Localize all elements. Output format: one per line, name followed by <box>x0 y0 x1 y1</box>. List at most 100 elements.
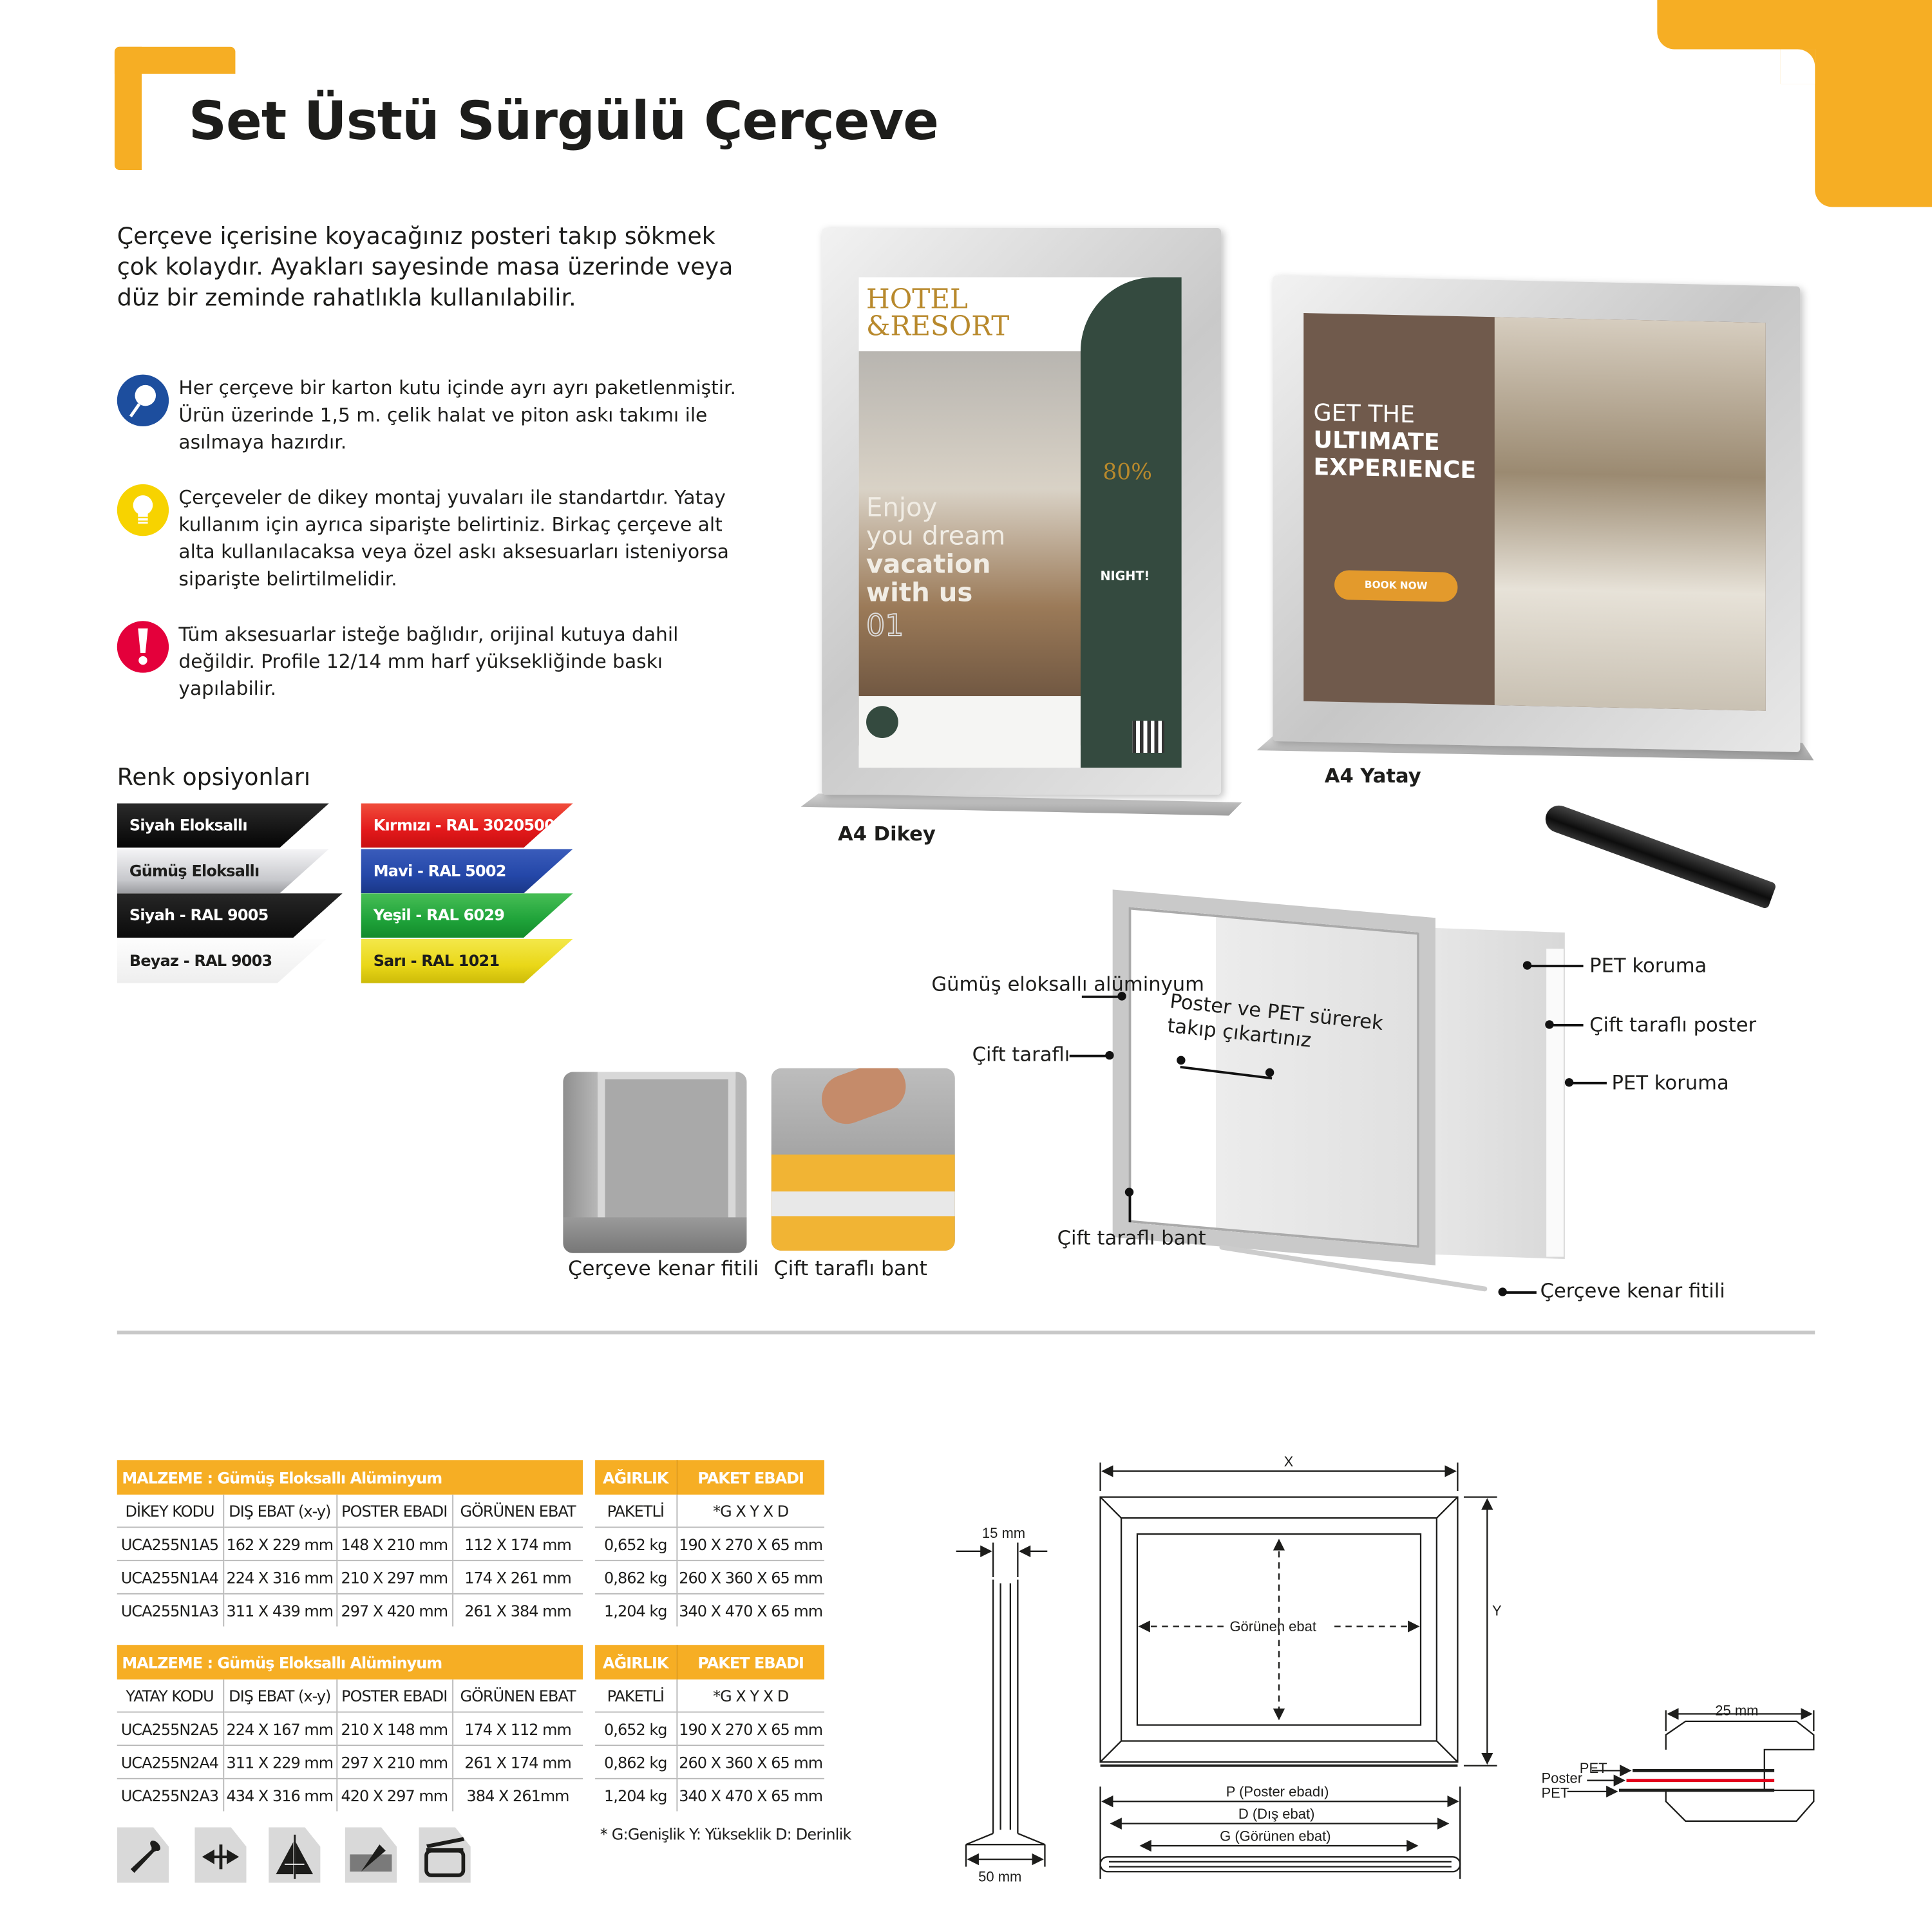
landscape-label: A4 Yatay <box>1324 764 1421 788</box>
pet-label-b: PET <box>1542 1785 1569 1801</box>
portrait-poster: HOTEL &RESORT Enjoy you dream vacation w… <box>858 277 1182 768</box>
table-header-row: PAKETLİ*G X Y X D <box>595 1494 824 1528</box>
pet-label-a: PET <box>1580 1760 1607 1776</box>
edge-seal-caption: Çerçeve kenar fitili <box>568 1256 759 1280</box>
cell: 297 X 210 mm <box>336 1745 453 1779</box>
label-pet-front: PET koruma <box>1589 953 1707 978</box>
section-divider <box>117 1331 1815 1335</box>
magnifier-icon <box>117 374 169 426</box>
footnote: * G:Genişlik Y: Yükseklik D: Derinlik <box>600 1824 852 1844</box>
portrait-label: A4 Dikey <box>838 822 936 846</box>
title-bracket-top <box>114 46 236 74</box>
column-header: YATAY KODU <box>117 1679 223 1713</box>
cell: 112 X 174 mm <box>451 1527 583 1562</box>
poster-line: you dream <box>866 521 1006 551</box>
tape-photo <box>771 1068 955 1251</box>
corner-curve <box>1780 49 1815 84</box>
cell: 261 X 384 mm <box>451 1593 583 1627</box>
poster-brand: HOTEL <box>866 284 969 316</box>
cell: 311 X 229 mm <box>222 1745 337 1779</box>
cell: 224 X 167 mm <box>222 1712 337 1747</box>
poster-size-label: P (Poster ebadı) <box>1226 1784 1329 1800</box>
cell: UCA255N1A4 <box>117 1560 223 1595</box>
cell: 420 X 297 mm <box>336 1778 453 1812</box>
cell: 148 X 210 mm <box>336 1527 453 1562</box>
spec-table-portrait: MALZEME : Gümüş Eloksallı Alüminyum DİKE… <box>117 1460 583 1627</box>
cell: 0,862 kg <box>595 1745 677 1779</box>
column-header: DIŞ EBAT (x-y) <box>222 1679 337 1713</box>
poster-line: vacation <box>866 549 991 580</box>
cell: 0,652 kg <box>595 1527 677 1562</box>
column-header: *G X Y X D <box>676 1679 824 1713</box>
bullet-packaging: Her çerçeve bir karton kutu içinde ayrı … <box>117 374 758 456</box>
corner-decoration-side <box>1815 0 1932 207</box>
column-header: PAKETLİ <box>595 1679 677 1713</box>
label-tape: Çift taraflı bant <box>1057 1226 1206 1250</box>
color-options-title: Renk opsiyonları <box>117 764 310 791</box>
cell: 297 X 420 mm <box>336 1593 453 1627</box>
column-header: DİKEY KODU <box>117 1494 223 1528</box>
bullet-accessories: Tüm aksesuarlar isteğe bağlıdır, orijina… <box>117 621 758 702</box>
intro-text: Çerçeve içerisine koyacağınız posteri ta… <box>117 223 734 312</box>
cell: 162 X 229 mm <box>222 1527 337 1562</box>
cell: 260 X 360 X 65 mm <box>676 1745 824 1779</box>
cell: 174 X 112 mm <box>451 1712 583 1747</box>
weight-header: AĞIRLIK <box>595 1645 677 1680</box>
table-header-row: YATAY KODU DIŞ EBAT (x-y) POSTER EBADI G… <box>117 1679 583 1713</box>
outer-size-label: D (Dış ebat) <box>1238 1806 1315 1822</box>
cell: 434 X 316 mm <box>222 1778 337 1812</box>
package-header: PAKET EBADI <box>676 1460 824 1495</box>
cell: 0,652 kg <box>595 1712 677 1747</box>
material-header: MALZEME : Gümüş Eloksallı Alüminyum <box>117 1460 583 1495</box>
bullet-text: Tüm aksesuarlar isteğe bağlıdır, orijina… <box>178 623 679 700</box>
poster-line: with us <box>866 578 973 608</box>
column-header: *G X Y X D <box>676 1494 824 1528</box>
poster-number: 01 <box>866 609 904 643</box>
lightbulb-icon <box>117 484 169 536</box>
cell: 384 X 261mm <box>451 1778 583 1812</box>
symmetry-icon <box>269 1827 321 1883</box>
poster-brand-2: &RESORT <box>866 312 1010 343</box>
cell: 260 X 360 X 65 mm <box>676 1560 824 1595</box>
page-title: Set Üstü Sürgülü Çerçeve <box>188 91 939 153</box>
poster-layer-label: Poster <box>1542 1770 1583 1786</box>
label-aluminium: Gümüş eloksallı alüminyum <box>931 972 1204 996</box>
depth-label: 15 mm <box>982 1525 1025 1541</box>
cell: 261 X 174 mm <box>451 1745 583 1779</box>
weight-header: AĞIRLIK <box>595 1460 677 1495</box>
width-adjust-icon <box>194 1827 247 1883</box>
poster-line: Enjoy <box>866 493 938 523</box>
cell: 210 X 148 mm <box>336 1712 453 1747</box>
profile-width-label: 25 mm <box>1715 1702 1758 1718</box>
dim-y-label: Y <box>1492 1602 1502 1618</box>
table-header-row: DİKEY KODU DIŞ EBAT (x-y) POSTER EBADI G… <box>117 1494 583 1528</box>
cell: UCA255N2A4 <box>117 1745 223 1779</box>
tape-caption: Çift taraflı bant <box>773 1256 927 1280</box>
cell: 174 X 261 mm <box>451 1560 583 1595</box>
cell: 210 X 297 mm <box>336 1560 453 1595</box>
label-double-sided-poster: Çift taraflı poster <box>1589 1012 1757 1037</box>
label-edge-seal: Çerçeve kenar fitili <box>1540 1278 1725 1303</box>
dim-x-label: X <box>1284 1454 1294 1470</box>
poster-headline: Enjoy you dream vacation with us 01 <box>866 493 1006 643</box>
poster-layer <box>1546 949 1564 1257</box>
color-swatch: Yeşil - RAL 6029 <box>361 893 573 938</box>
bullet-text: Her çerçeve bir karton kutu içinde ayrı … <box>178 377 736 454</box>
visible-g-label: G (Görünen ebat) <box>1220 1828 1331 1844</box>
poster-discount: 80% <box>1103 459 1152 486</box>
column-header: PAKETLİ <box>595 1494 677 1528</box>
cell: 340 X 470 X 65 mm <box>676 1593 824 1627</box>
